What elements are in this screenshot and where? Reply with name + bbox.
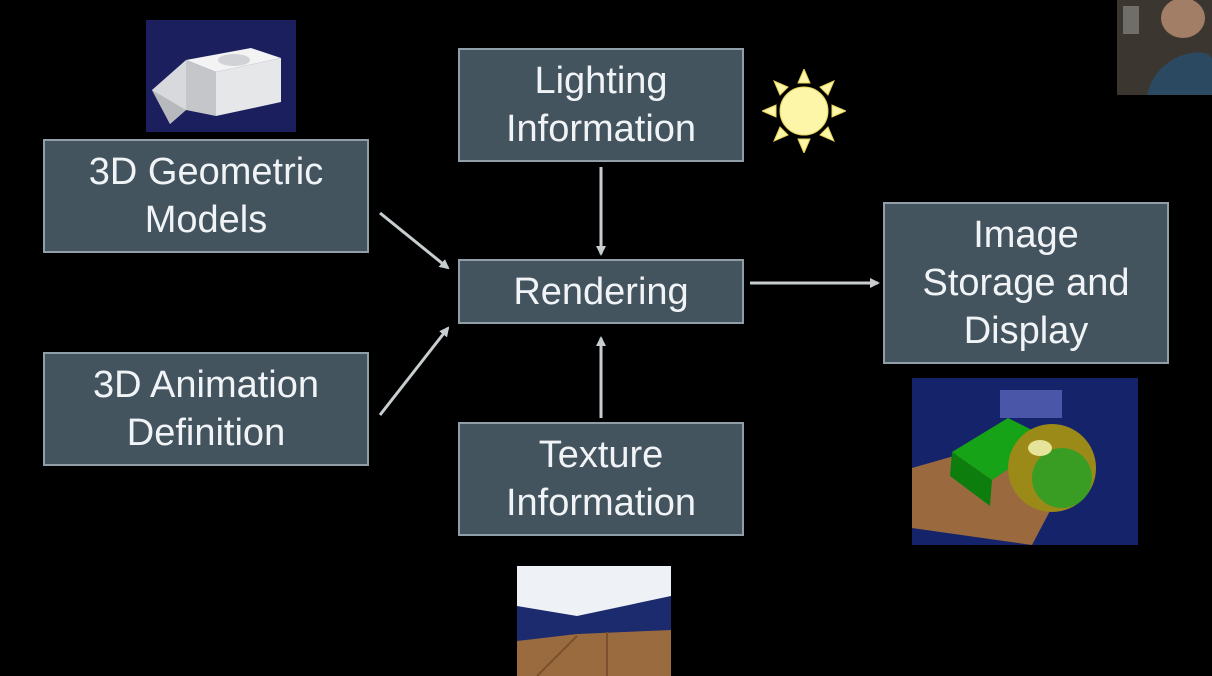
lighting-information-box: Lighting Information	[458, 48, 744, 162]
3d-model-icon	[146, 20, 296, 132]
sun-icon	[762, 69, 846, 153]
image-storage-box: Image Storage and Display	[883, 202, 1169, 364]
lighting-information-label: Lighting Information	[505, 60, 697, 150]
rendered-scene-icon	[912, 378, 1138, 545]
image-storage-label: Image Storage and Display	[922, 214, 1130, 352]
arrow-animation-to-rendering	[378, 326, 450, 416]
geometric-models-box: 3D Geometric Models	[43, 139, 369, 253]
webcam-overlay	[1117, 0, 1212, 95]
arrow-geometric-to-rendering	[379, 211, 450, 270]
texture-information-label: Texture Information	[505, 434, 697, 524]
rendering-box: Rendering	[458, 259, 744, 324]
animation-definition-label: 3D Animation Definition	[92, 364, 319, 454]
animation-definition-box: 3D Animation Definition	[43, 352, 369, 466]
texture-floor-icon	[517, 566, 671, 676]
rendering-label: Rendering	[513, 270, 689, 313]
texture-information-box: Texture Information	[458, 422, 744, 536]
geometric-models-label: 3D Geometric Models	[88, 151, 324, 241]
